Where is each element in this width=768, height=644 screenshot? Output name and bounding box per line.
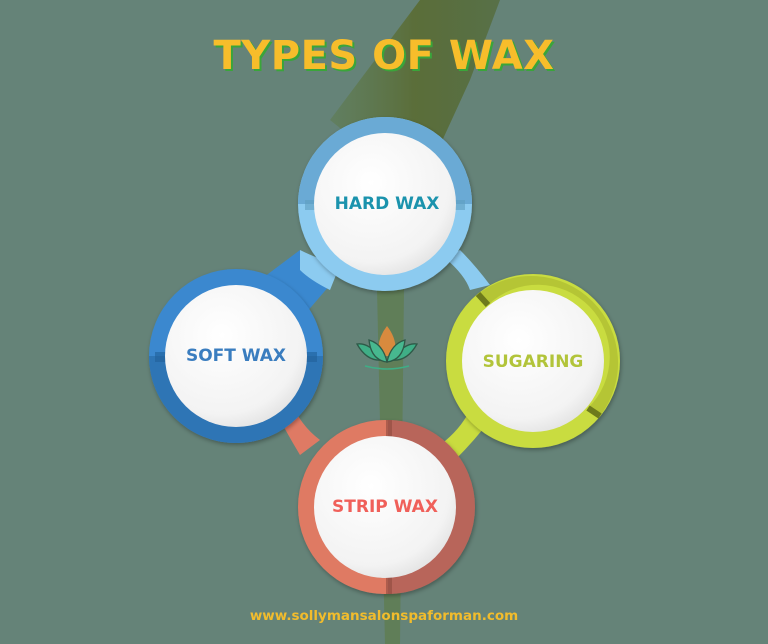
website-url[interactable]: www.sollymansalonspaforman.com	[249, 608, 519, 624]
page-title: TYPES OF WAX	[213, 33, 555, 79]
hard-wax-node[interactable]	[298, 117, 472, 291]
hard-wax-label: HARD WAX	[334, 194, 440, 214]
strip-wax-label: STRIP WAX	[332, 497, 438, 517]
strip-wax-node[interactable]	[298, 420, 475, 594]
soft-wax-label: SOFT WAX	[185, 346, 287, 366]
soft-wax-node[interactable]	[149, 269, 323, 443]
sugaring-node[interactable]	[446, 274, 620, 448]
lotus-icon	[355, 326, 419, 370]
sugaring-label: SUGARING	[482, 352, 584, 372]
